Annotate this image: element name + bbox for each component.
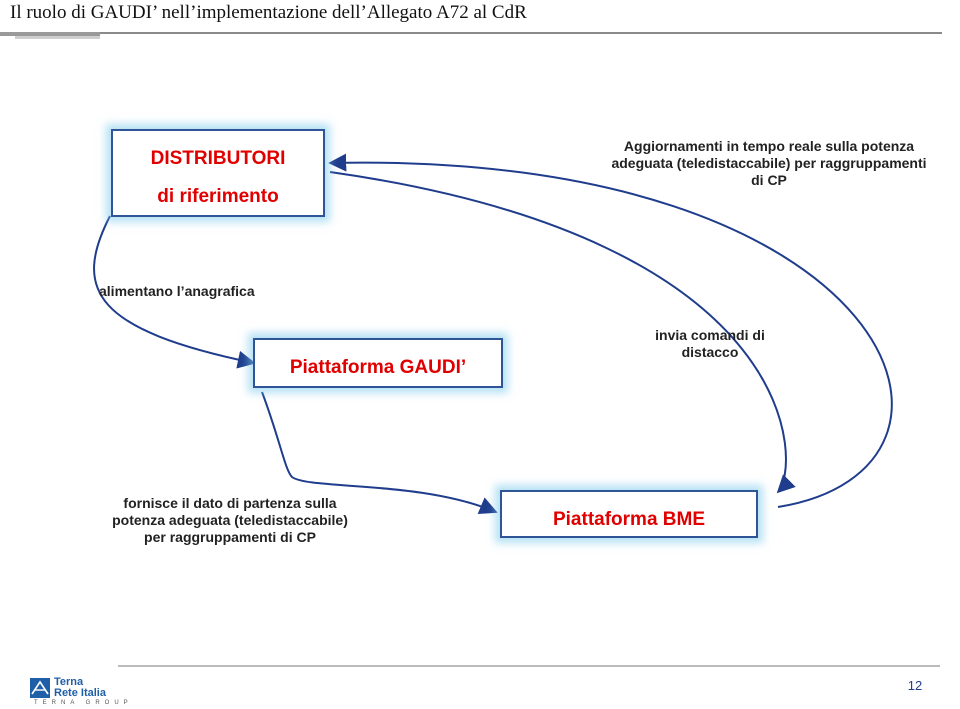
edge-fornisce-arrow <box>261 391 498 515</box>
edge-comandi-arrow <box>329 171 796 494</box>
logo-line2: Rete Italia <box>54 687 106 699</box>
edge-label-anagrafica: alimentano l’anagrafica <box>99 283 255 299</box>
footer-rule <box>118 665 940 667</box>
page-number: 12 <box>907 678 923 693</box>
node-gaudi-label: Piattaforma GAUDI’ <box>289 357 467 378</box>
fornisce-line3: per raggruppamenti di CP <box>144 528 316 545</box>
edge-label-aggiornamenti: Aggiornamenti in tempo reale sulla poten… <box>590 138 948 188</box>
node-distributori-line1: DISTRIBUTORI <box>150 148 286 169</box>
edge-aggiornamenti-arrow <box>328 153 893 508</box>
header-rule <box>0 32 942 39</box>
edge-label-comandi: invia comandi di distacco <box>636 327 784 361</box>
node-piattaforma-gaudi: Piattaforma GAUDI’ <box>253 338 503 388</box>
aggiornamenti-line2: adeguata (teledistaccabile) per raggrupp… <box>611 154 927 171</box>
logo-line1: Terna <box>54 676 84 688</box>
edge-anagrafica-arrow <box>93 215 256 369</box>
fornisce-line2: potenza adeguata (teledistaccabile) <box>112 511 348 528</box>
logo-line3: TERNA GROUP <box>34 700 133 706</box>
slide-title: Il ruolo di GAUDI’ nell’implementazione … <box>10 2 527 23</box>
node-bme-label: Piattaforma BME <box>552 509 706 530</box>
terna-logo-icon <box>30 678 50 698</box>
aggiornamenti-line3: di CP <box>751 171 787 188</box>
node-distributori: DISTRIBUTORI di riferimento <box>111 129 325 217</box>
comandi-line1: invia comandi di <box>655 327 765 343</box>
fornisce-line1: fornisce il dato di partenza sulla <box>123 495 337 511</box>
node-piattaforma-bme: Piattaforma BME <box>500 490 758 538</box>
terna-logo: Terna Rete Italia TERNA GROUP <box>30 676 140 708</box>
edge-label-fornisce: fornisce il dato di partenza sulla poten… <box>70 495 390 545</box>
comandi-line2: distacco <box>681 343 739 360</box>
node-distributori-line2: di riferimento <box>157 186 279 207</box>
aggiornamenti-line1: Aggiornamenti in tempo reale sulla poten… <box>623 138 915 154</box>
